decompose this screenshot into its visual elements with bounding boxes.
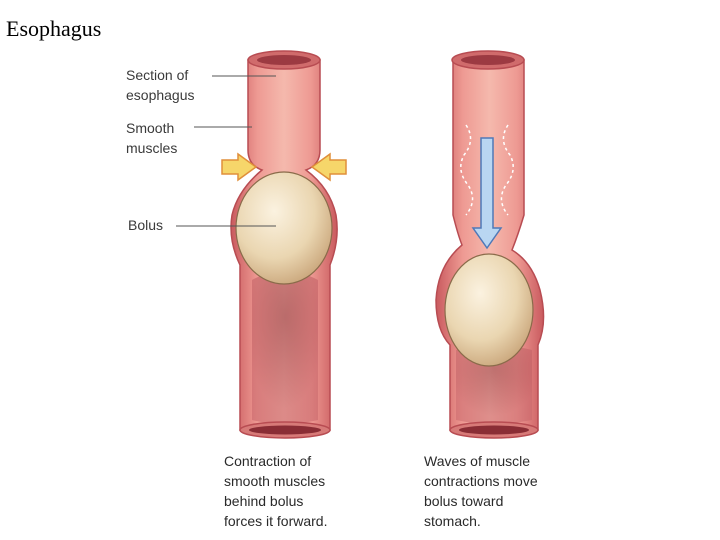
right-caption-line-1: Waves of muscle	[424, 453, 531, 469]
right-caption-line-2: contractions move	[424, 473, 538, 489]
right-caption: Waves of muscle contractions move bolus …	[424, 451, 538, 531]
section-label-line-2: esophagus	[126, 87, 195, 103]
right-caption-line-3: bolus toward	[424, 493, 504, 509]
muscle-label-line-2: muscles	[126, 140, 178, 156]
left-caption-line-3: behind bolus	[224, 493, 304, 509]
smooth-muscles-label: Smooth muscles	[126, 118, 177, 158]
right-caption-line-4: stomach.	[424, 513, 481, 529]
bolus-label: Bolus	[128, 217, 164, 233]
right-bolus	[444, 253, 534, 367]
muscle-label-line-1: Smooth	[126, 120, 175, 136]
left-bolus	[235, 171, 333, 285]
left-caption: Contraction of smooth muscles behind bol…	[224, 451, 327, 531]
left-squeeze-arrow-icon	[221, 152, 258, 182]
section-of-esophagus-label: Section of esophagus	[126, 65, 195, 105]
left-caption-line-1: Contraction of	[224, 453, 312, 469]
left-caption-line-4: forces it forward.	[224, 513, 328, 529]
right-squeeze-arrow-icon	[310, 152, 347, 182]
slide-title: Esophagus	[6, 16, 102, 41]
blue-down-arrow-icon	[471, 137, 503, 250]
left-caption-line-2: smooth muscles	[224, 473, 326, 489]
section-label-line-1: Section of	[126, 67, 189, 83]
left-esophagus-tube	[230, 50, 338, 439]
